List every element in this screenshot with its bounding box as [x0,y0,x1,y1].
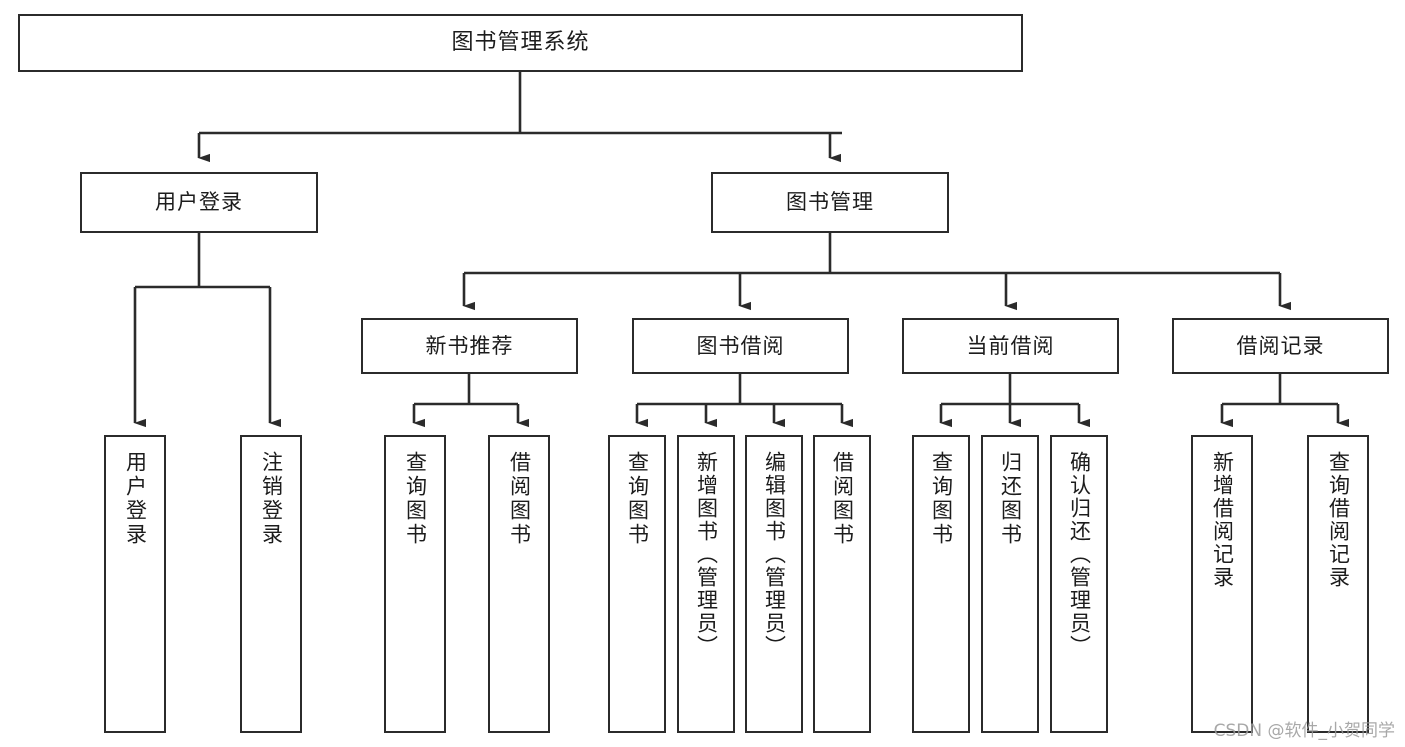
leaf-add-borrow-record[interactable]: 新增借阅记录 [1191,435,1253,733]
leaf-logout[interactable]: 注销登录 [240,435,302,733]
leaf-borrow-book-borrow[interactable]: 借阅图书 [813,435,871,733]
node-borrow-record-label: 借阅记录 [1236,333,1325,358]
leaf-query-book-newbook[interactable]: 查询图书 [384,435,446,733]
node-book-management[interactable]: 图书管理 [711,172,949,233]
leaf-add-book-admin-label: 新增图书（管理员） [694,451,719,658]
leaf-borrow-book-borrow-label: 借阅图书 [830,451,855,547]
node-book-management-label: 图书管理 [786,190,874,215]
node-new-book-recommend[interactable]: 新书推荐 [361,318,578,374]
leaf-add-borrow-record-label: 新增借阅记录 [1210,451,1235,589]
leaf-query-book-borrow[interactable]: 查询图书 [608,435,666,733]
leaf-edit-book-admin-label: 编辑图书（管理员） [762,451,787,658]
node-book-borrow-label: 图书借阅 [696,333,785,358]
leaf-user-login-label: 用户登录 [123,451,148,547]
leaf-borrow-book-newbook-label: 借阅图书 [507,451,532,547]
leaf-query-borrow-record-label: 查询借阅记录 [1326,451,1351,589]
leaf-logout-label: 注销登录 [259,451,284,547]
leaf-user-login[interactable]: 用户登录 [104,435,166,733]
node-root-label: 图书管理系统 [451,30,590,56]
leaf-confirm-return-admin-label: 确认归还（管理员） [1067,451,1092,658]
leaf-edit-book-admin[interactable]: 编辑图书（管理员） [745,435,803,733]
node-current-borrow[interactable]: 当前借阅 [902,318,1119,374]
node-current-borrow-label: 当前借阅 [966,333,1055,358]
leaf-borrow-book-newbook[interactable]: 借阅图书 [488,435,550,733]
leaf-confirm-return-admin[interactable]: 确认归还（管理员） [1050,435,1108,733]
leaf-return-book-label: 归还图书 [998,451,1023,547]
node-book-borrow[interactable]: 图书借阅 [632,318,849,374]
leaf-return-book[interactable]: 归还图书 [981,435,1039,733]
leaf-query-book-current-label: 查询图书 [929,451,954,547]
node-user-login-label: 用户登录 [155,190,243,215]
node-borrow-record[interactable]: 借阅记录 [1172,318,1389,374]
node-user-login[interactable]: 用户登录 [80,172,318,233]
node-root[interactable]: 图书管理系统 [18,14,1023,72]
leaf-query-book-borrow-label: 查询图书 [625,451,650,547]
node-new-book-recommend-label: 新书推荐 [425,333,514,358]
leaf-add-book-admin[interactable]: 新增图书（管理员） [677,435,735,733]
leaf-query-book-current[interactable]: 查询图书 [912,435,970,733]
leaf-query-borrow-record[interactable]: 查询借阅记录 [1307,435,1369,733]
leaf-query-book-newbook-label: 查询图书 [403,451,428,547]
